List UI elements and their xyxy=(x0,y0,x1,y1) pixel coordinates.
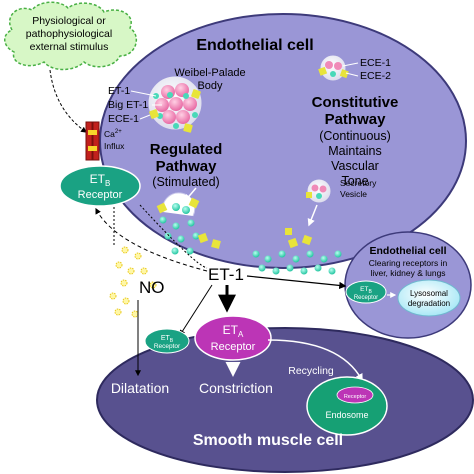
stimulus-line1: Physiological or xyxy=(32,15,106,27)
et1-label: ET-1 xyxy=(208,265,244,284)
weibel-palade-body xyxy=(147,75,203,133)
smooth-etb-receptor[interactable] xyxy=(144,328,190,354)
calcium-channel-icon xyxy=(85,121,100,161)
regulated-line3: (Stimulated) xyxy=(152,175,219,189)
secretory-arrow xyxy=(307,204,318,227)
membrane-markers xyxy=(197,228,313,249)
regulated-line1: Regulated xyxy=(150,141,223,158)
ece-label-2: ECE-2 xyxy=(360,70,391,82)
clearing-title: Endothelial cell xyxy=(369,245,446,257)
ece-pointer-1 xyxy=(342,62,359,67)
secretory-label1: Secretory xyxy=(340,178,377,188)
endosome-receptor xyxy=(336,386,374,404)
wp-pointer-et1 xyxy=(130,90,157,97)
clearing-etb-label: ETB xyxy=(360,286,372,295)
et1-to-etb-arrow xyxy=(95,207,208,272)
wp-pointer-ece1 xyxy=(139,114,151,120)
released-granules-constitutive xyxy=(252,250,342,275)
recycling-label: Recycling xyxy=(288,365,334,377)
smooth-muscle-title: Smooth muscle cell xyxy=(193,432,343,449)
eta-receptor-label2: Receptor xyxy=(211,341,256,353)
etb-receptor-endothelial-label2: Receptor xyxy=(78,189,123,201)
etb-dotted-feedback xyxy=(139,204,208,269)
constriction-label: Constriction xyxy=(199,380,273,396)
etb-receptor-endothelial-label: ETB xyxy=(90,172,111,188)
secretory-label2: Vesicle xyxy=(340,189,367,199)
lysosomal-line2: degradation xyxy=(408,299,450,308)
eta-receptor[interactable] xyxy=(194,315,272,361)
wp-label-et1: ET-1 xyxy=(108,85,130,97)
no-label: NO xyxy=(139,278,165,297)
smooth-etb-label: ETB xyxy=(161,335,174,344)
wp-label-ece1: ECE-1 xyxy=(108,113,139,125)
no-molecules xyxy=(109,246,157,318)
constitutive-line6: Tone xyxy=(341,174,368,188)
regulated-line2: Pathway xyxy=(156,158,218,175)
endosome-label: Endosome xyxy=(325,410,368,420)
ece-pointer-2 xyxy=(345,72,359,77)
calcium-label: Ca2+ xyxy=(104,129,122,139)
released-granules-regulated xyxy=(159,216,200,255)
et1-to-smooth-etb-line xyxy=(179,284,213,337)
stimulus-line3: external stimulus xyxy=(30,41,109,53)
endosome-receptor-label: Receptor xyxy=(344,394,366,400)
lysosomal-line1: Lysosomal xyxy=(410,289,448,298)
constitutive-line2: Pathway xyxy=(325,111,387,128)
clearing-etb-label2: Receptor xyxy=(354,295,378,301)
clearing-line1: Clearing receptors in xyxy=(369,258,448,268)
weibel-palade-label2: Body xyxy=(197,80,223,92)
dilatation-label: Dilatation xyxy=(111,380,169,396)
ece-label-1: ECE-1 xyxy=(360,57,391,69)
constitutive-vesicle xyxy=(318,54,349,82)
etb-receptor-endothelial[interactable] xyxy=(59,165,141,207)
et1-to-clearing-arrow xyxy=(246,275,347,289)
calcium-influx-label: Influx xyxy=(104,141,125,151)
constitutive-line5: Vascular xyxy=(331,159,379,173)
regulated-arrow xyxy=(184,187,197,203)
recycling-arrow xyxy=(267,339,363,382)
endosome xyxy=(306,376,388,436)
endothelial-title: Endothelial cell xyxy=(196,37,313,54)
constitutive-line1: Constitutive xyxy=(312,94,399,111)
stimulus-line2: pathophysiological xyxy=(26,28,112,40)
stimulus-arrow xyxy=(49,69,87,133)
secretory-vesicle xyxy=(306,178,332,204)
lysosome xyxy=(397,279,461,317)
stimulus-cloud xyxy=(4,1,138,71)
wp-label-big-et1: Big ET-1 xyxy=(108,99,148,111)
constitutive-line3: (Continuous) xyxy=(319,129,391,143)
clearing-line2: liver, kidney & lungs xyxy=(370,268,445,278)
smooth-etb-label2: Receptor xyxy=(154,343,181,350)
clearing-etb-receptor[interactable] xyxy=(345,280,387,304)
constitutive-line4: Maintains xyxy=(328,144,382,158)
eta-receptor-label: ETA xyxy=(223,323,244,339)
smooth-muscle-cell xyxy=(96,327,474,473)
weibel-palade-label1: Weibel-Palade xyxy=(174,67,245,79)
